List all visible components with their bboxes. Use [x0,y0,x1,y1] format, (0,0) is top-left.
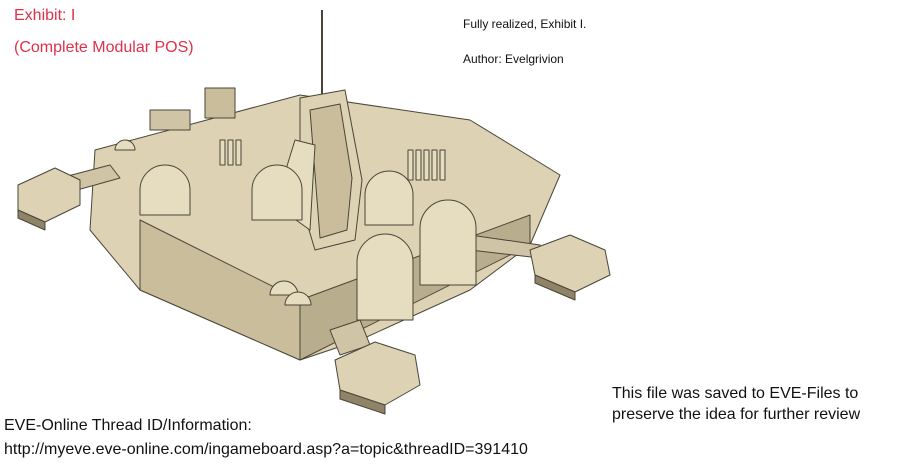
saved-note-line1: This file was saved to EVE-Files to [612,385,859,402]
dome-small-2 [284,291,312,306]
saved-note-line2: preserve the idea for further review [612,406,861,423]
dome-5 [356,233,414,321]
left-module-side [17,209,46,231]
dome-4 [419,199,477,286]
dome-3 [364,170,414,226]
exhibit-title: Exhibit: I [14,7,76,24]
dome-1 [139,164,191,216]
dome-2 [251,164,303,221]
bottom-module-side [339,389,386,415]
author-text: Author: Evelgrivion [463,52,564,66]
right-module-side [534,274,576,301]
left-block [204,87,236,119]
left-block-2 [149,109,191,131]
status-text: Fully realized, Exhibit I. [463,17,587,31]
tower-face [309,103,353,239]
thread-info-label: EVE-Online Thread ID/Information: [4,417,252,434]
dome-small-3 [114,139,136,151]
thread-url[interactable]: http://myeve.eve-online.com/ingameboard.… [4,441,528,458]
exhibit-subtitle: (Complete Modular POS) [14,39,194,56]
